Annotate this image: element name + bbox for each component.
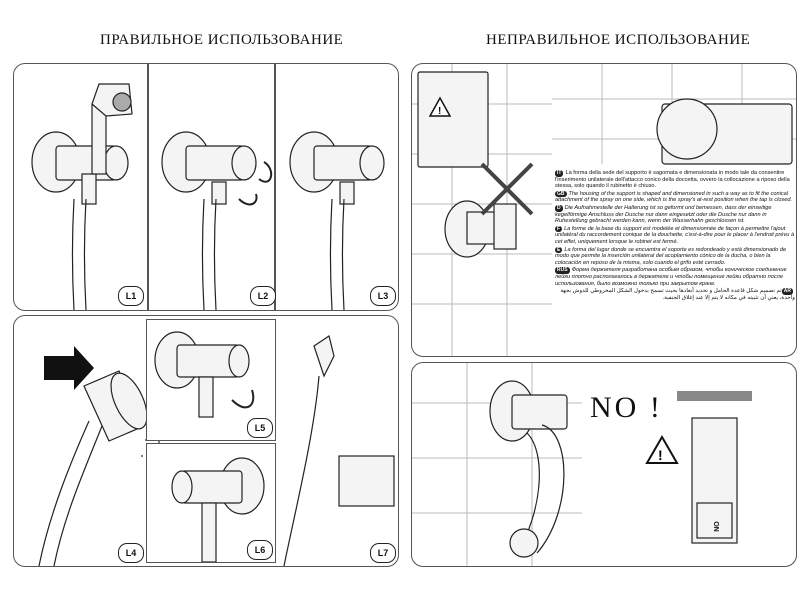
- step-label-l4: L4: [118, 543, 144, 563]
- lang-code-ar: AR: [781, 288, 793, 295]
- instruction-ar-text: تم تصميم شكل قاعدة الحامل و تحديد أبعاده…: [560, 288, 795, 301]
- instruction-it-text: La forma della sede del supporto è sagom…: [555, 170, 790, 190]
- lang-code-rus: RUS: [555, 267, 570, 274]
- heading-incorrect-use: НЕПРАВИЛЬНОЕ ИСПОЛЬЗОВАНИЕ: [486, 32, 751, 48]
- heading-correct-use: ПРАВИЛЬНОЕ ИСПОЛЬЗОВАНИЕ: [100, 32, 344, 48]
- subpanel-l6: L6: [146, 443, 276, 563]
- instruction-e-text: La forma del lugar donde se encuentra el…: [555, 246, 787, 266]
- lang-code-gb: GB: [555, 190, 567, 198]
- step-label-l3: L3: [370, 286, 396, 306]
- panel-steps-l1-l3: L1 L2 L3: [13, 63, 399, 311]
- instruction-d-text: Die Aufnahmestelle der Halterung ist so …: [555, 204, 772, 225]
- no-mark-label: NO: [713, 521, 721, 532]
- no-warning-text: NO !: [590, 391, 663, 424]
- lang-code-e: E: [555, 246, 563, 254]
- panel-steps-l4-l7: L5 L6 L4 L7: [13, 315, 399, 567]
- illustration-incorrect-attachment: !: [412, 64, 796, 356]
- illustration-step-l6: [171, 457, 265, 562]
- subpanel-l5: L5: [146, 319, 276, 441]
- step-label-l7: L7: [370, 543, 396, 563]
- illustration-steps-l1-l3: [31, 83, 385, 310]
- lang-code-d: D: [555, 204, 563, 212]
- instruction-rus-text: Форма держателя разработана особым образ…: [555, 267, 787, 287]
- instruction-ar: ARتم تصميم شكل قاعدة الحامل و تحديد أبعا…: [555, 288, 795, 301]
- step-label-l5: L5: [247, 418, 273, 438]
- illustration-steps-l4-l7: [38, 335, 395, 566]
- step-label-l6: L6: [247, 540, 273, 560]
- illustration-step-l5: [154, 331, 255, 418]
- divider: [274, 64, 276, 310]
- divider: [147, 64, 149, 310]
- step-label-l2: L2: [250, 286, 276, 306]
- step-label-l1: L1: [118, 286, 144, 306]
- instruction-f-text: La forme de la base du support est model…: [555, 225, 795, 245]
- illustration-incorrect-example: !: [412, 363, 752, 566]
- instruction-gb-text: The housing of the support is shaped and…: [555, 190, 793, 204]
- panel-incorrect-example: ! NO ! NO: [411, 362, 797, 567]
- svg-text:!: !: [658, 447, 663, 463]
- lang-code-it: IT: [555, 170, 564, 177]
- svg-text:!: !: [438, 106, 441, 117]
- lang-code-f: F: [555, 225, 563, 233]
